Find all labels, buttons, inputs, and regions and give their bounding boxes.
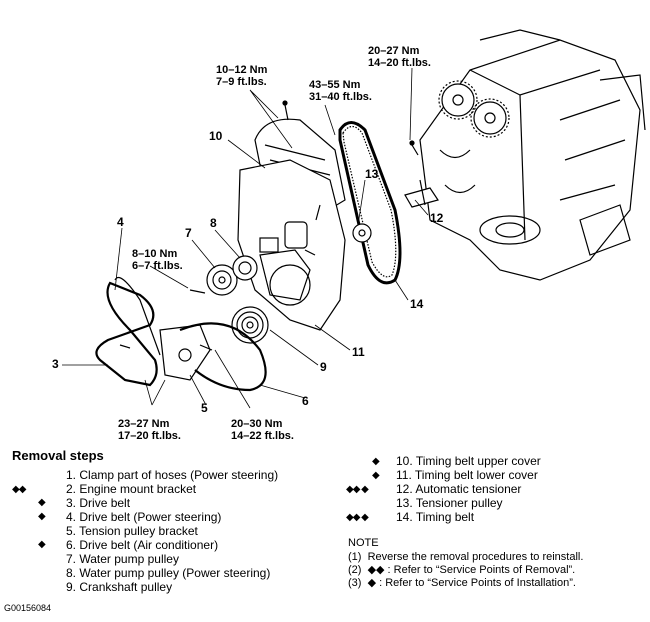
callout-8: 8: [210, 216, 217, 230]
installation-mark-icon: ◆: [372, 456, 380, 467]
step-item: 13. Tensioner pulley: [396, 496, 503, 510]
timing-belt: [338, 121, 402, 285]
callout-11: 11: [352, 345, 365, 359]
callout-14: 14: [410, 297, 424, 311]
removal-mark-icon: ◆◆: [12, 484, 26, 495]
callout-13: 13: [365, 167, 379, 181]
callout-10: 10: [209, 129, 223, 143]
step-item: 5. Tension pulley bracket: [66, 524, 198, 538]
step-item: 9. Crankshaft pulley: [66, 580, 173, 594]
installation-mark-icon: ◆: [38, 511, 46, 522]
tensioner: [352, 179, 439, 243]
leader-lines: [62, 67, 429, 409]
removal-steps-title: Removal steps: [12, 448, 104, 463]
callout-6: 6: [302, 394, 309, 408]
water-pump-pulleys: [206, 255, 258, 296]
installation-mark-icon: ◆: [38, 497, 46, 508]
note-line: (1) Reverse the removal procedures to re…: [348, 551, 584, 563]
note-title: NOTE: [348, 537, 379, 549]
step-item: 11. Timing belt lower cover: [396, 468, 538, 482]
crankshaft-pulley: [231, 306, 269, 344]
note-line: (2) ◆◆ : Refer to “Service Points of Rem…: [348, 564, 576, 576]
removal-installation-mark-icon: ◆◆ ◆: [346, 512, 369, 523]
bolts: [119, 100, 419, 351]
step-item: 4. Drive belt (Power steering): [66, 510, 222, 524]
callout-7: 7: [185, 226, 192, 240]
timing-belt-lower-cover: [237, 159, 346, 331]
image-code: G00156084: [4, 603, 52, 613]
engine-block: [419, 29, 646, 281]
step-item: 1. Clamp part of hoses (Power steering): [66, 468, 279, 482]
note-line: (3) ◆ : Refer to “Service Points of Inst…: [348, 577, 576, 589]
step-item: 6. Drive belt (Air conditioner): [66, 538, 219, 552]
callout-5: 5: [201, 401, 208, 415]
step-item: 14. Timing belt: [396, 510, 475, 524]
callout-4: 4: [117, 215, 124, 229]
diagram-drawing: [62, 29, 646, 409]
callout-3: 3: [52, 357, 59, 371]
step-item: 10. Timing belt upper cover: [396, 454, 541, 468]
step-item: 2. Engine mount bracket: [66, 482, 197, 496]
callout-9: 9: [320, 360, 327, 374]
removal-installation-mark-icon: ◆◆ ◆: [346, 484, 369, 495]
step-item: 8. Water pump pulley (Power steering): [66, 566, 271, 580]
step-item: 12. Automatic tensioner: [396, 482, 522, 496]
step-item: 3. Drive belt: [66, 496, 131, 510]
step-item: 7. Water pump pulley: [66, 552, 179, 566]
callout-12: 12: [430, 211, 444, 225]
tension-pulley-bracket: [159, 322, 267, 392]
installation-mark-icon: ◆: [372, 470, 380, 481]
camshaft-sprockets: [438, 80, 510, 138]
installation-mark-icon: ◆: [38, 539, 46, 550]
drive-belts: [95, 276, 161, 387]
